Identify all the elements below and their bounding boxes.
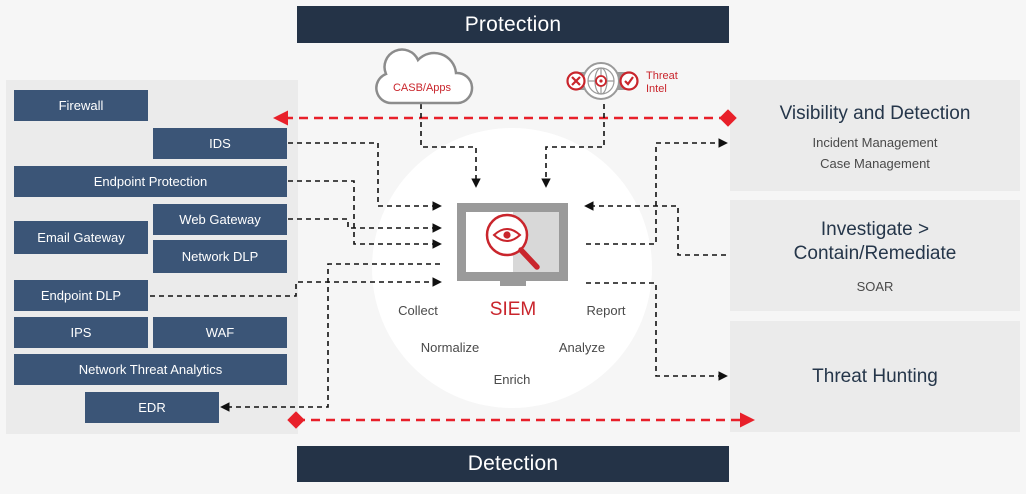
tool-firewall: Firewall xyxy=(14,90,148,121)
threat-hunting-connector xyxy=(586,282,728,381)
investigate-title-line2: Contain/Remediate xyxy=(793,243,957,264)
threat-intel-icon xyxy=(566,62,639,100)
investigate-connector xyxy=(584,201,726,256)
siem-label: SIEM xyxy=(489,299,537,320)
tool-endpoint-protection: Endpoint Protection xyxy=(14,166,287,197)
casb-connector xyxy=(420,104,481,188)
edr-connector xyxy=(220,263,440,412)
investigate-panel: Investigate > Contain/Remediate SOAR xyxy=(730,200,1020,311)
report-label: Report xyxy=(586,303,626,318)
visibility-connector xyxy=(586,138,728,245)
analyze-label: Analyze xyxy=(558,340,606,355)
tool-endpoint-dlp: Endpoint DLP xyxy=(14,280,148,311)
endpoint-dlp-connector xyxy=(150,277,442,297)
tool-web-gateway: Web Gateway xyxy=(153,204,287,235)
tool-email-gateway: Email Gateway xyxy=(14,221,148,254)
collect-label: Collect xyxy=(398,303,438,318)
casb-apps-label: CASB/Apps xyxy=(392,82,452,94)
siem-monitor-icon xyxy=(457,203,568,286)
threat-hunting-title: Threat Hunting xyxy=(812,365,938,387)
cloud-icon xyxy=(375,48,474,105)
tool-network-dlp: Network DLP xyxy=(153,240,287,273)
threat-hunting-panel: Threat Hunting xyxy=(730,321,1020,432)
incident-management-label: Incident Management xyxy=(812,135,938,150)
tool-waf: WAF xyxy=(153,317,287,348)
endpoint-protection-connector xyxy=(288,180,442,249)
ids-connector xyxy=(288,142,442,211)
tool-edr: EDR xyxy=(85,392,219,423)
visibility-detection-panel: Visibility and Detection Incident Manage… xyxy=(730,80,1020,191)
protection-banner: Protection xyxy=(297,6,729,43)
threat-intel-label-line1: Threat xyxy=(646,70,678,82)
threat-intel-label-line2: Intel xyxy=(646,83,667,95)
tool-ids: IDS xyxy=(153,128,287,159)
threat-intel-connector xyxy=(541,104,605,188)
enrich-label: Enrich xyxy=(493,372,531,387)
web-gateway-connector xyxy=(288,218,442,233)
case-management-label: Case Management xyxy=(820,156,930,171)
tool-ips: IPS xyxy=(14,317,148,348)
detection-banner: Detection xyxy=(297,446,729,482)
soar-label: SOAR xyxy=(856,279,894,294)
visibility-detection-title: Visibility and Detection xyxy=(779,103,971,124)
tool-network-threat-analytics: Network Threat Analytics xyxy=(14,354,287,385)
normalize-label: Normalize xyxy=(420,340,480,355)
investigate-title-line1: Investigate > xyxy=(820,219,930,240)
